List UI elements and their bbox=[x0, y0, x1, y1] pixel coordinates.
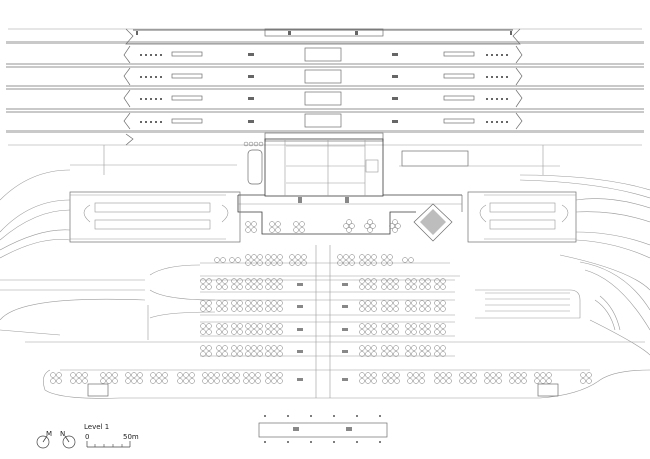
north-arrow-m-icon bbox=[36, 435, 50, 449]
north-arrow-n-icon bbox=[62, 435, 76, 449]
bottom-canopy bbox=[258, 415, 388, 443]
platform-1 bbox=[125, 28, 521, 45]
parking-deck-left bbox=[69, 164, 241, 243]
platform-2 bbox=[123, 45, 523, 64]
bus-bays bbox=[50, 245, 592, 398]
platform-5 bbox=[123, 112, 523, 146]
parking-deck-right bbox=[467, 191, 577, 243]
scale-bar bbox=[86, 441, 131, 448]
station-building bbox=[237, 138, 560, 242]
track-area bbox=[6, 28, 644, 146]
platform-3 bbox=[123, 67, 523, 86]
platform-4 bbox=[123, 89, 523, 108]
